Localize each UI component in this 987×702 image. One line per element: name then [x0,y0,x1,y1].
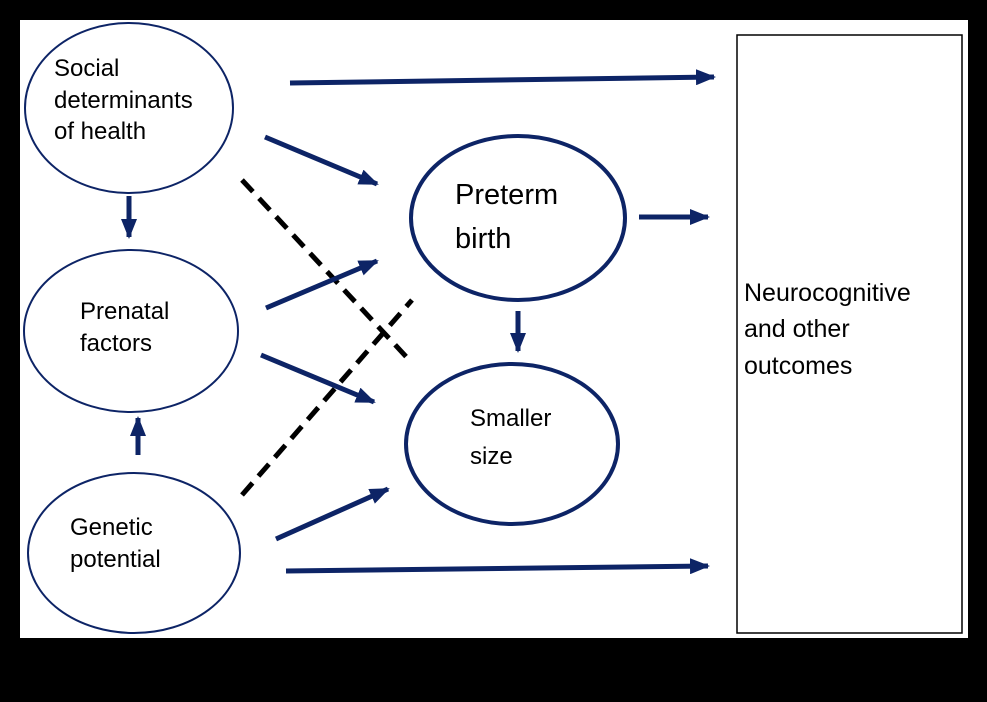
label-line: Genetic [70,514,153,541]
label-line: factors [80,329,153,357]
label-preterm-birth: Preterm birth [455,174,558,261]
arrow-genetic-to-outcomes [285,558,710,575]
label-line: Preterm [455,179,559,211]
node-prenatal-factors [23,249,239,413]
label-line: of health [54,118,147,146]
arrow-social-to-preterm [264,134,379,187]
label-social-determinants: Social determinants of health [54,53,193,148]
node-outcomes-box [736,34,963,634]
dashed-line-social-to-smaller [240,178,414,365]
arrow-prenatal-to-preterm [265,258,379,311]
arrow-prenatal-to-smaller [260,352,376,405]
node-smaller-size [404,362,620,526]
arrow-genetic-to-smaller [274,486,390,542]
label-line: birth [455,222,512,255]
label-line: outcomes [744,351,853,380]
label-line: and other [744,315,850,344]
label-line: Prenatal [80,298,170,325]
label-line: determinants [54,86,193,114]
arrow-social-to-outcomes [289,69,716,86]
node-genetic-potential [27,472,241,634]
node-social-determinants [24,22,234,194]
label-line: Neurocognitive [744,279,911,307]
label-prenatal-factors: Prenatal factors [80,296,169,359]
label-smaller-size: Smaller size [470,400,551,477]
label-genetic-potential: Genetic potential [70,512,161,575]
label-line: potential [70,545,161,573]
node-preterm-birth [409,134,627,302]
label-line: size [470,443,513,471]
label-line: Social [54,55,120,82]
label-line: Smaller [470,405,552,432]
label-outcomes: Neurocognitive and other outcomes [744,275,911,384]
dashed-line-genetic-to-preterm [240,298,414,497]
